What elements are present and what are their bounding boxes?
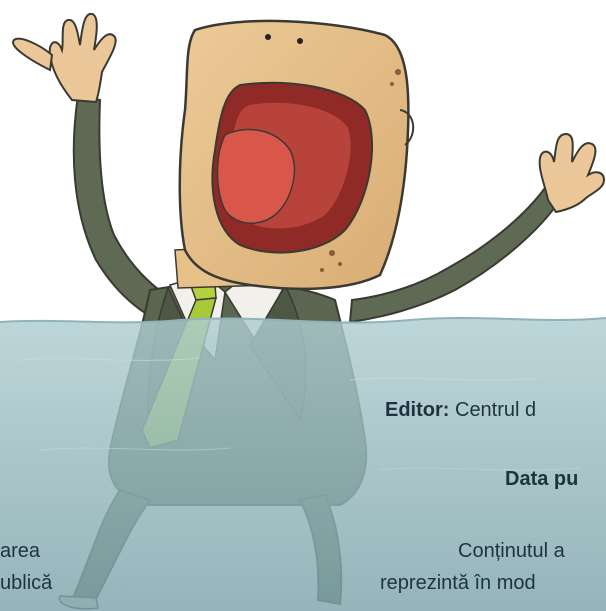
editor-line: Editor: Centrul d	[385, 399, 536, 422]
para-right-line-1: Conținutul a	[458, 540, 565, 562]
para-left-line-2: ublică	[0, 572, 53, 594]
tongue	[216, 128, 296, 224]
editor-label: Editor:	[385, 399, 450, 421]
head	[178, 19, 415, 291]
left-arm	[12, 12, 187, 332]
para-right-line-2: reprezintă în mod	[380, 572, 536, 594]
para-left-line-1: area	[0, 540, 41, 562]
date-label: Data pu	[505, 468, 579, 490]
right-arm	[348, 132, 606, 324]
ear	[399, 109, 415, 146]
water	[0, 317, 606, 611]
editor-value: Centrul d	[449, 399, 537, 421]
right-eye	[297, 38, 303, 44]
left-eye	[265, 34, 271, 40]
